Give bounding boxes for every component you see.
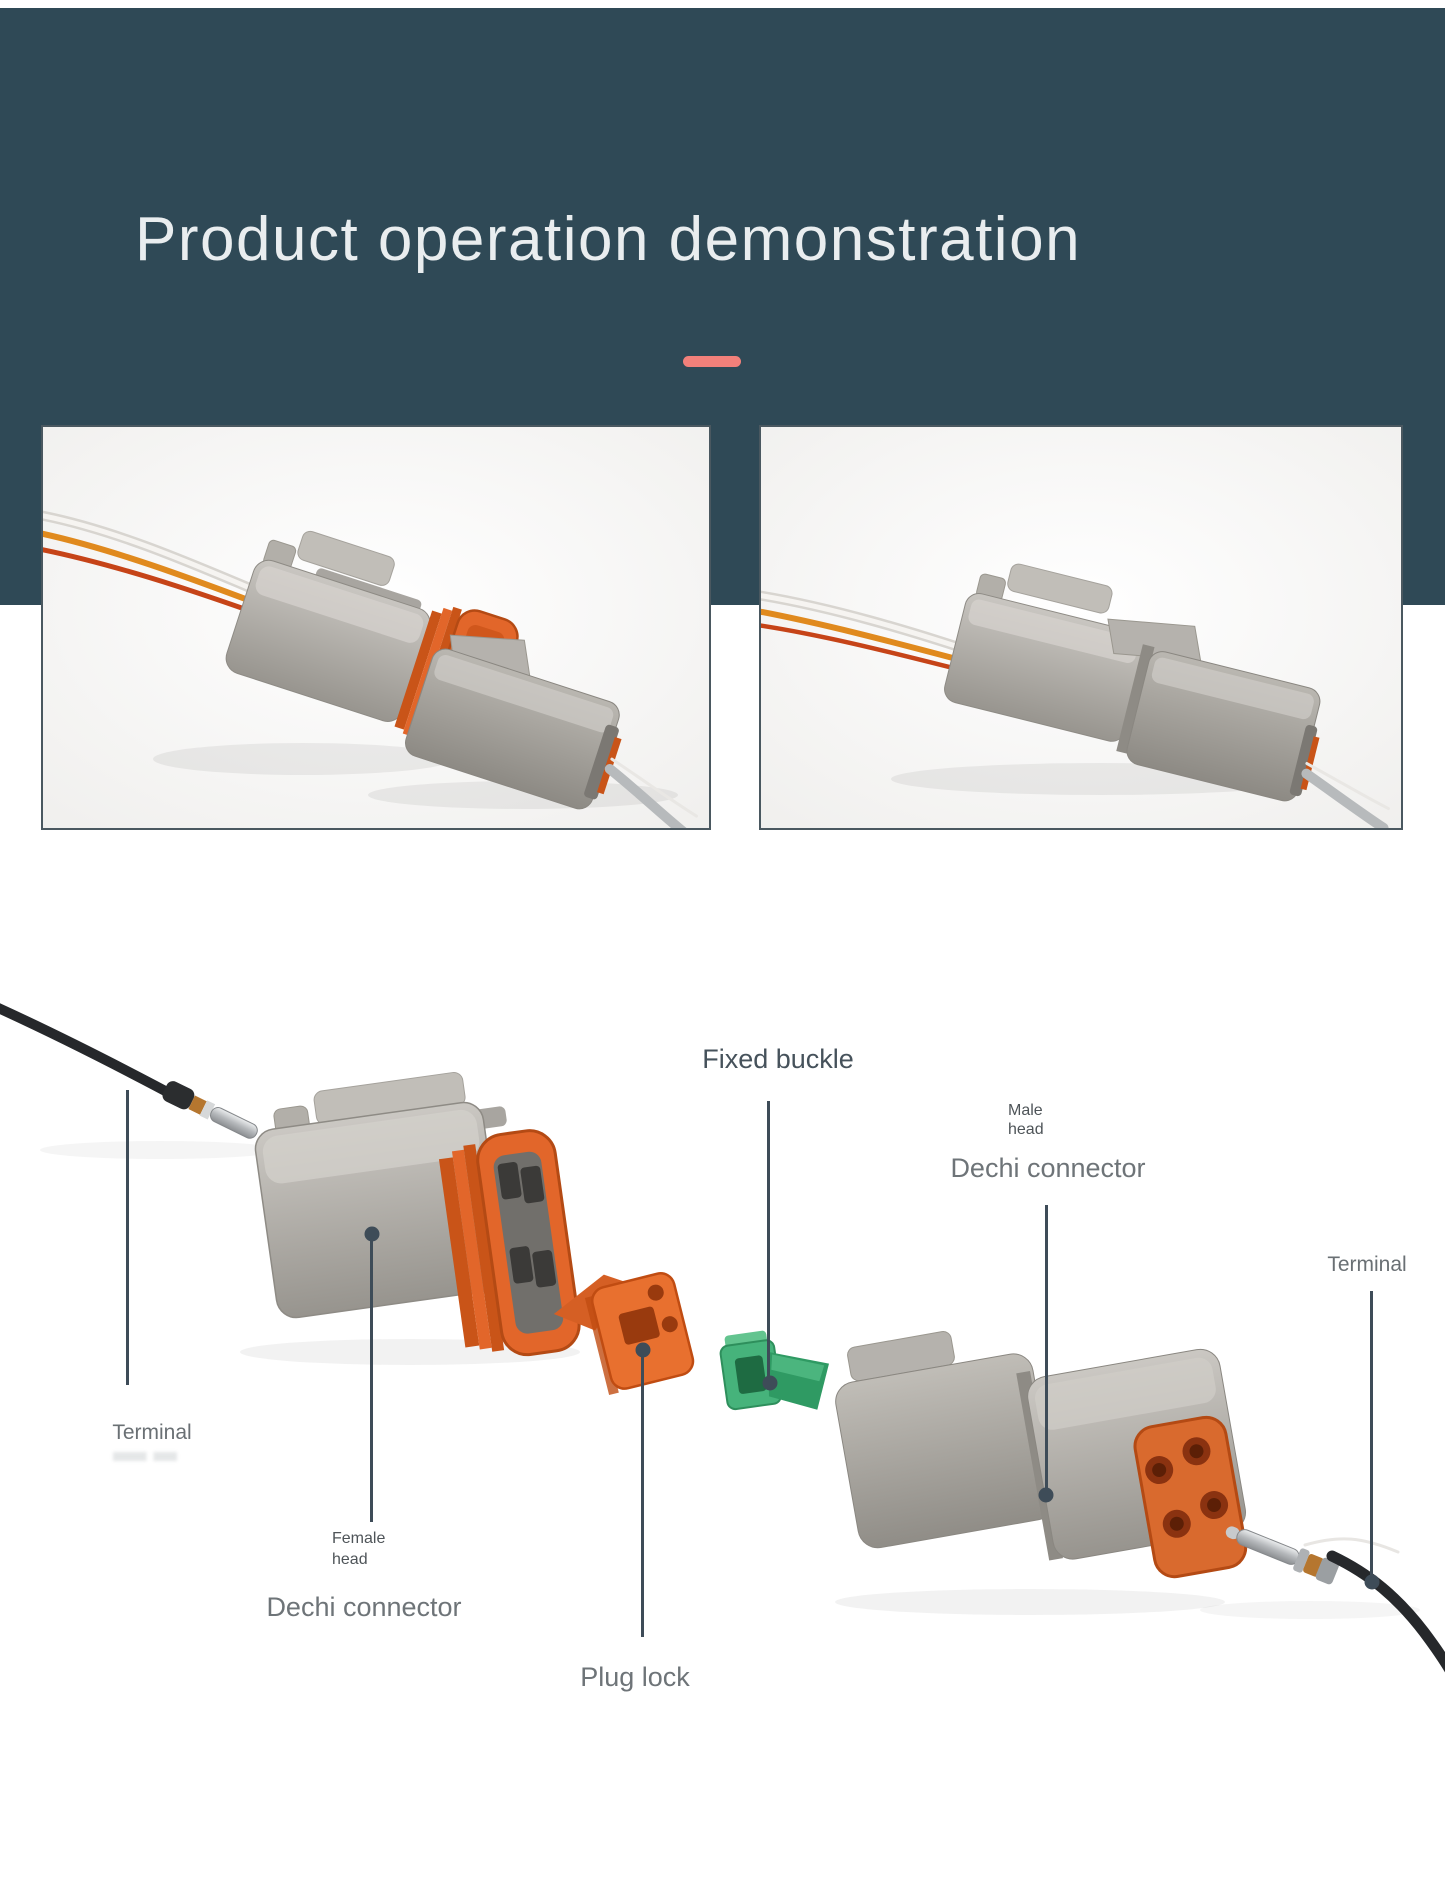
terminal-right-callout-dot: [1364, 1574, 1380, 1590]
terminal-left-callout-line: [126, 1090, 129, 1385]
page-title: Product operation demonstration: [135, 205, 1082, 274]
photo-right-illustration: [761, 427, 1401, 828]
female-connector-part: [240, 1071, 581, 1365]
plug-lock-callout-line: [641, 1356, 644, 1637]
male-connector-callout-dot: [1038, 1487, 1054, 1503]
mated-connector-photo: [944, 563, 1390, 828]
male-connector-callout-line: [1045, 1205, 1048, 1488]
terminal-right-part: [1200, 1526, 1445, 1673]
fixed-buckle-part: [719, 1330, 829, 1411]
exploded-diagram: Fixed buckle Male head Dechi connector T…: [0, 1000, 1445, 1880]
accent-dash: [683, 356, 741, 367]
terminal-left-part: [0, 1003, 280, 1159]
fixed-buckle-callout-line: [767, 1101, 770, 1377]
label-plug-lock: Plug lock: [580, 1662, 690, 1692]
male-connector-part: [835, 1331, 1248, 1615]
photo-connectors-separated: [41, 425, 711, 830]
label-fixed-buckle: Fixed buckle: [702, 1044, 854, 1074]
label-male-head: Male head: [1008, 1102, 1044, 1138]
male-connector-photo: [405, 634, 698, 828]
female-connector-photo: [225, 530, 519, 763]
photo-left-illustration: [43, 427, 709, 828]
label-dechi-connector-left: Dechi connector: [266, 1592, 462, 1622]
faded-watermark-smudge: [113, 1452, 177, 1461]
terminal-right-callout-line: [1370, 1291, 1373, 1575]
exploded-parts-illustration: [0, 1003, 1445, 1673]
label-terminal-right: Terminal: [1327, 1253, 1407, 1276]
female-connector-callout-dot: [364, 1226, 380, 1242]
female-connector-callout-line: [370, 1240, 373, 1522]
label-terminal-left: Terminal: [112, 1421, 192, 1444]
label-female-head: Female head: [332, 1530, 386, 1568]
fixed-buckle-callout-dot: [762, 1375, 778, 1391]
label-dechi-connector-right: Dechi connector: [950, 1153, 1146, 1183]
plug-lock-callout-dot: [635, 1342, 651, 1358]
photo-connectors-mated: [759, 425, 1403, 830]
plug-lock-part: [553, 1272, 695, 1395]
